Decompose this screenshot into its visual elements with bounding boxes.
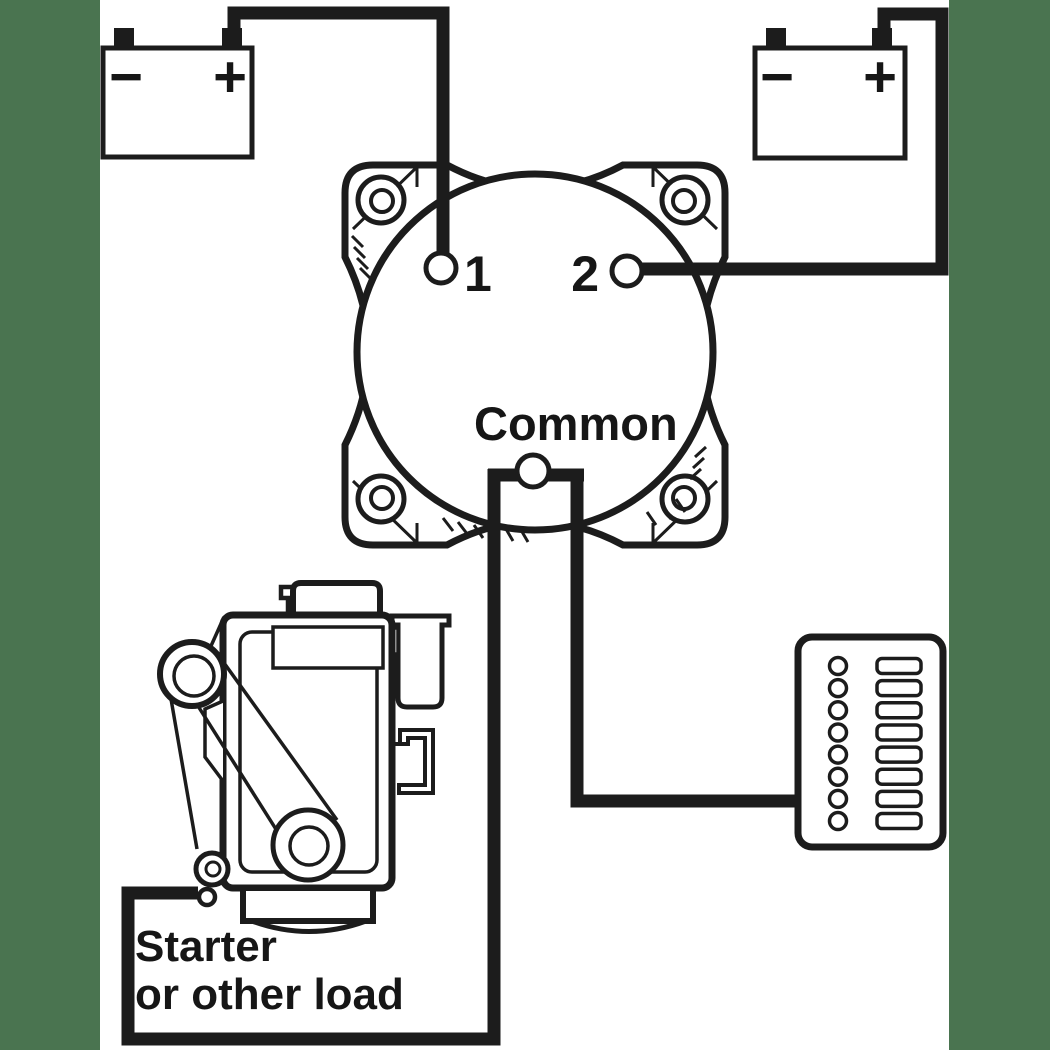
battery-2-minus-label: − xyxy=(760,45,794,110)
fuse-cartridge xyxy=(875,767,923,786)
wire-battery2-to-terminal2 xyxy=(641,7,949,276)
engine-valve-cover xyxy=(290,580,383,618)
fuse-indicator-circle xyxy=(827,788,849,810)
fuse-indicator-circle xyxy=(827,810,849,832)
engine-manifold-lower xyxy=(389,728,435,795)
starter-lug xyxy=(196,886,218,908)
switch-terminals xyxy=(423,250,645,490)
engine-manifold-upper xyxy=(389,613,452,710)
battery-1-case xyxy=(100,45,255,160)
mount-ear-hole-icon xyxy=(369,485,395,511)
fuse-panel-rows xyxy=(827,655,923,832)
crank-pulley-hub xyxy=(288,825,330,867)
engine-starter-illustration xyxy=(157,580,452,934)
wiring xyxy=(121,6,949,1046)
fuse-cartridge xyxy=(875,811,923,831)
alternator-pulley-hub xyxy=(172,654,216,698)
battery-2-case xyxy=(752,45,908,161)
fuse-cartridge xyxy=(875,678,923,698)
right-green-band xyxy=(949,0,1050,1050)
mount-ear-hole-icon xyxy=(671,188,697,214)
fuse-indicator-circle xyxy=(827,677,849,699)
engine-oil-pan xyxy=(240,885,376,924)
fuse-indicator-circle xyxy=(827,700,849,721)
battery-2-negative-post xyxy=(766,28,786,48)
fuse-cartridge xyxy=(875,723,923,742)
tensioner-hub xyxy=(204,860,222,878)
mount-ear-hole-icon xyxy=(369,188,395,214)
terminal-2-label: 2 xyxy=(571,246,599,302)
load-caption-line2: or other load xyxy=(135,970,404,1019)
left-green-band xyxy=(0,0,100,1050)
fuse-indicator-circle xyxy=(827,744,849,765)
battery-1-minus-label: − xyxy=(109,45,143,110)
wire-battery1-to-terminal1 xyxy=(227,6,450,253)
fuse-cartridge xyxy=(875,701,923,720)
load-caption-line1: Starter xyxy=(135,922,277,971)
fuse-indicator-circle xyxy=(827,722,849,743)
battery-2-plus-label: + xyxy=(863,45,897,110)
wire-common-to-fuse-panel xyxy=(570,469,798,808)
fuse-cartridge xyxy=(875,789,923,809)
terminal-common-stud xyxy=(514,452,552,490)
battery-1-plus-label: + xyxy=(213,45,247,110)
mount-ear-hole-icon xyxy=(671,485,697,511)
engine-top-plate xyxy=(271,625,385,670)
wire-common-to-starter xyxy=(121,469,501,1046)
battery-1-negative-post xyxy=(114,28,134,48)
engine-pan-arc xyxy=(251,918,367,934)
battery-1 xyxy=(100,28,255,160)
fuse-cartridge xyxy=(875,656,923,676)
terminal-2-stud xyxy=(609,253,645,289)
fuse-cartridge xyxy=(875,745,923,764)
terminal-1-label: 1 xyxy=(464,246,492,302)
fuse-panel xyxy=(794,633,947,851)
terminal-1-stud xyxy=(423,250,459,286)
fuse-indicator-circle xyxy=(827,766,849,787)
common-terminal-label: Common xyxy=(474,397,678,450)
mounting-ears xyxy=(355,174,711,525)
fuse-indicator-circle xyxy=(827,655,849,677)
